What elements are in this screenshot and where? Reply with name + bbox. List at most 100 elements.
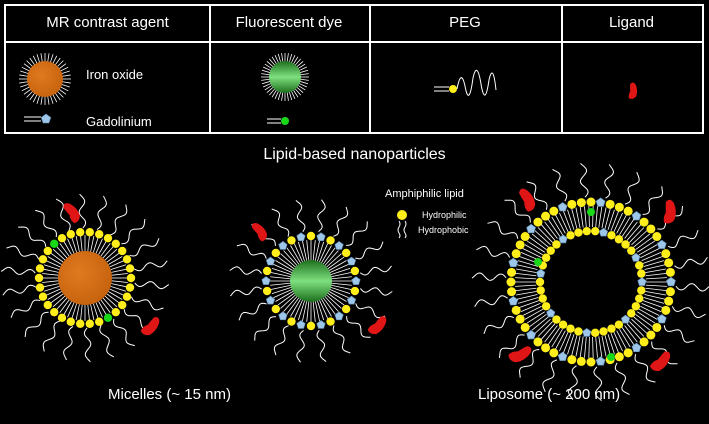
peg-chain xyxy=(296,330,305,363)
lipid-head xyxy=(75,228,85,237)
gadolinium-icon xyxy=(40,113,52,124)
lipid-tail xyxy=(106,252,121,263)
lipid-head-outer xyxy=(639,217,649,227)
lipid-tail xyxy=(540,224,556,241)
lipid-head-outer xyxy=(520,232,530,242)
peg-chain xyxy=(55,198,71,231)
gadolinium-chelate xyxy=(582,328,592,337)
peg-chain xyxy=(526,181,548,210)
lipid-tail xyxy=(286,296,300,315)
lipid-head-outer xyxy=(567,199,577,209)
legend-icons xyxy=(19,53,638,125)
lipid-head-inner xyxy=(574,228,583,237)
lipid-head xyxy=(125,283,135,292)
lipid-head xyxy=(287,317,296,326)
lipid-head-inner xyxy=(536,286,545,295)
lipid-head xyxy=(43,246,52,256)
gadolinium-chelate xyxy=(666,276,676,287)
peg-chain xyxy=(360,265,392,276)
peg-chain xyxy=(542,359,558,392)
column-peg: PEG xyxy=(369,6,563,132)
lipid-tail xyxy=(111,268,128,273)
lipid-head-inner xyxy=(552,240,561,249)
lipid-tail xyxy=(598,336,603,358)
gadolinium-chelate xyxy=(296,320,306,329)
lipid-tail xyxy=(277,292,296,306)
lipid-tail xyxy=(584,336,587,358)
iron-oxide-coating xyxy=(21,66,31,72)
lipid-tail xyxy=(551,216,563,236)
legend-table: MR contrast agent Iron oxide Gadolinium … xyxy=(4,4,704,134)
lipid-head-inner xyxy=(631,302,641,311)
lipid-tail xyxy=(544,221,558,239)
lipid-tail xyxy=(102,245,115,259)
lipid-tail xyxy=(515,287,537,292)
lipid-tail xyxy=(522,305,542,316)
lipid-tail xyxy=(526,311,545,324)
micelles-caption: Micelles (~ 15 nm) xyxy=(108,386,231,403)
lipid-tail xyxy=(275,260,294,272)
lipid-head-inner xyxy=(541,253,551,262)
lipid-tail xyxy=(616,214,627,234)
lipid-head xyxy=(95,230,104,239)
lipid-head-outer xyxy=(586,197,596,207)
lipid-tail xyxy=(584,206,587,228)
lipid-tail xyxy=(55,297,68,311)
peg-chain xyxy=(316,330,327,362)
peg-chain xyxy=(518,349,540,378)
lipid-head-outer xyxy=(549,206,559,216)
peg-chain xyxy=(63,326,74,361)
ligand-shape xyxy=(519,188,536,212)
gadolinium-chelate xyxy=(261,276,271,285)
lipid-tail xyxy=(320,298,332,317)
peg-chain xyxy=(674,257,708,269)
lipid-tail xyxy=(635,237,653,250)
lipid-tail xyxy=(529,314,547,327)
peg-chain xyxy=(113,318,135,347)
lipid-tail xyxy=(515,284,537,287)
lipid-tail xyxy=(273,288,293,299)
lipid-tail xyxy=(531,233,549,248)
lipid-tail xyxy=(559,331,569,352)
gadolinium-chelate xyxy=(334,311,344,321)
iron-oxide-coating xyxy=(19,74,29,77)
lipid-head-inner xyxy=(627,309,636,318)
lipid-head xyxy=(350,286,360,296)
peg-chain xyxy=(355,303,386,319)
lipid-tail xyxy=(637,311,656,324)
lipid-tail xyxy=(595,336,598,358)
lipid-tail xyxy=(329,267,351,276)
fluorescent-dye-core xyxy=(269,61,301,93)
lipid-tail xyxy=(635,314,653,327)
hydrophobic-label: Hydrophobic xyxy=(418,225,469,235)
lipid-head xyxy=(262,266,272,276)
lipid-tail xyxy=(55,245,68,259)
lipid-tail xyxy=(110,285,127,292)
lipid-head-outer xyxy=(639,337,649,347)
lipid-tail xyxy=(111,273,128,276)
lipid-tail xyxy=(644,264,666,270)
lipid-tail xyxy=(329,286,351,295)
peg-chain xyxy=(129,238,160,257)
iron-oxide-coating xyxy=(61,70,70,75)
lipid-head-inner xyxy=(607,231,616,240)
ligand-shape xyxy=(508,346,532,363)
lipid-tail xyxy=(520,303,541,312)
ligand-shape xyxy=(367,316,387,335)
peg-chain xyxy=(295,200,306,232)
lipid-tail xyxy=(526,240,545,253)
peg-chain xyxy=(333,206,349,237)
lipid-tail xyxy=(643,260,665,267)
peg-chain xyxy=(487,221,519,239)
lipid-head xyxy=(341,248,351,258)
lipid-tail xyxy=(516,268,537,274)
lipid-head-outer xyxy=(646,330,656,340)
lipid-head-inner xyxy=(599,327,608,336)
lipid-tail xyxy=(643,297,665,304)
lipid-head-outer xyxy=(623,206,633,216)
peg-chain xyxy=(230,286,262,297)
column-mr-contrast-agent: MR contrast agent Iron oxide Gadolinium xyxy=(6,6,211,132)
lipid-head xyxy=(103,233,113,243)
lipid-tail xyxy=(100,299,111,314)
iron-oxide-coating xyxy=(58,63,67,70)
